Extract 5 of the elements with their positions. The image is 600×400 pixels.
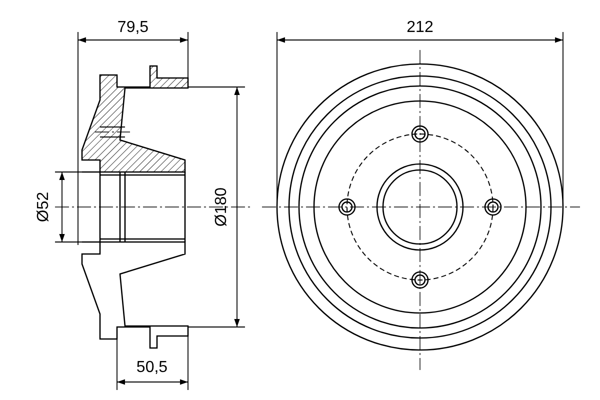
diameter-value: Ø52 [36, 192, 52, 222]
dimension-value: 79,5 [117, 20, 149, 36]
diameter-value: Ø180 [214, 187, 230, 227]
dimension-value: 50,5 [136, 360, 168, 376]
dimension-value: 212 [406, 20, 434, 36]
